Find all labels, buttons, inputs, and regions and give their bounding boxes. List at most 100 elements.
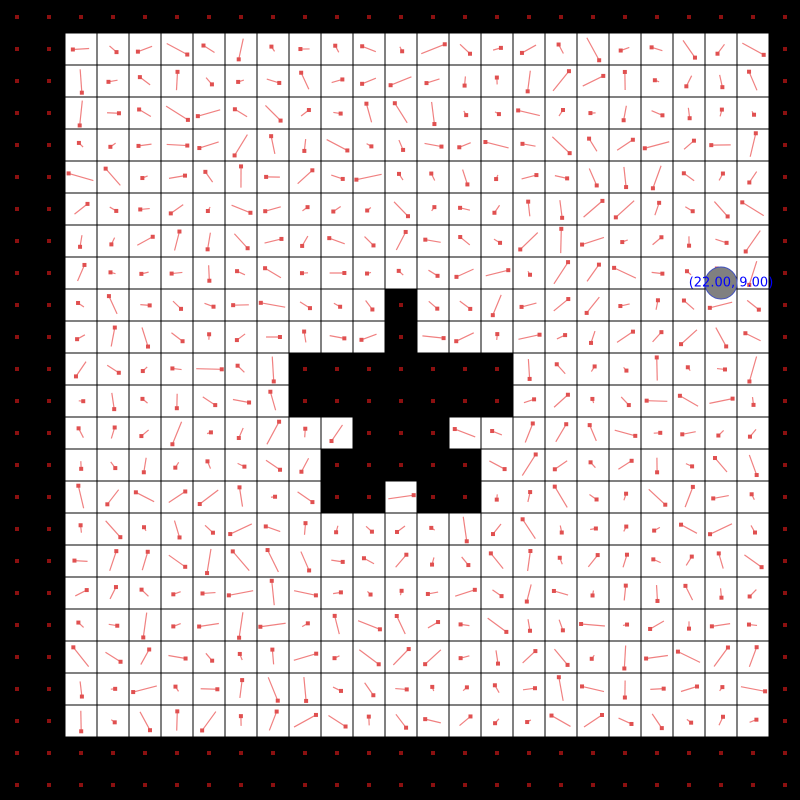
vector-arrow [260, 302, 286, 308]
vector-arrow [527, 359, 531, 379]
vector-arrow-tip [533, 649, 538, 654]
vector-arrow [748, 71, 758, 91]
vector-arrow-tip [659, 330, 664, 335]
vector-arrow-tip [483, 140, 488, 145]
vector-arrow-tip [277, 335, 282, 340]
agent-marker[interactable]: (22.00, 9.00) [689, 266, 774, 300]
border-dot [431, 751, 435, 755]
vector-arrow-tip [549, 713, 554, 718]
border-dot [47, 239, 51, 243]
vector-arrow-tip [343, 724, 348, 729]
vector-arrow-tip [78, 244, 83, 249]
vector-arrow-tip [112, 720, 117, 725]
border-dot [783, 463, 787, 467]
vector-arrow-tip [649, 45, 654, 50]
vector-field-layer [66, 37, 768, 734]
floor-cell [288, 448, 322, 482]
vector-arrow-tip [168, 211, 173, 216]
vector-arrow-tip [597, 58, 602, 63]
floor-cell [256, 96, 290, 130]
vector-arrow-tip [689, 720, 694, 725]
vector-arrow [267, 677, 279, 701]
vector-arrow-tip [612, 265, 617, 270]
agent-circle[interactable] [704, 266, 738, 300]
vector-arrow-tip [464, 539, 469, 544]
border-dot [527, 783, 531, 787]
vector-arrow-tip [429, 171, 434, 176]
vector-arrow [616, 139, 634, 151]
vector-arrow [170, 204, 184, 214]
vector-arrow-tip [749, 492, 754, 497]
vector-arrow-tip [179, 306, 184, 311]
wall-dot [431, 495, 435, 499]
vector-arrow [199, 141, 219, 149]
vector-arrow-tip [685, 365, 690, 370]
vector-arrow-tip [139, 587, 144, 592]
vector-arrow [521, 174, 537, 180]
vector-arrow [682, 40, 696, 58]
vector-arrow-tip [236, 79, 241, 84]
vector-arrow-tip [302, 329, 307, 334]
vector-arrow-tip [584, 310, 589, 315]
vector-arrow-tip [532, 686, 537, 691]
vector-arrow-tip [263, 524, 268, 529]
border-dot [783, 207, 787, 211]
vector-arrow-tip [499, 594, 504, 599]
vector-arrow-tip [430, 562, 435, 567]
border-dot [495, 783, 499, 787]
vector-arrow-tip [360, 81, 365, 86]
vector-arrow-tip [236, 57, 241, 62]
vector-arrow-tip [133, 490, 138, 495]
vector-arrow [551, 715, 571, 727]
vector-arrow-tip [763, 689, 768, 694]
vector-arrow [208, 265, 210, 281]
vector-arrow-tip [747, 434, 752, 439]
vector-arrow-tip [299, 271, 304, 276]
vector-arrow-tip [237, 651, 242, 656]
vector-arrow-tip [277, 80, 282, 85]
vector-arrow-tip [183, 656, 188, 661]
vector-arrow [396, 615, 406, 635]
vector-arrow-tip [108, 270, 113, 275]
vector-arrow-tip [302, 148, 307, 153]
vector-arrow [293, 653, 317, 661]
vector-arrow [202, 396, 216, 406]
vector-arrow [142, 612, 148, 638]
vector-arrow-tip [622, 695, 627, 700]
vector-arrow-tip [720, 171, 725, 176]
vector-arrow-tip [400, 49, 405, 54]
border-dot [47, 751, 51, 755]
border-dot [15, 47, 19, 51]
vector-arrow-tip [310, 168, 315, 173]
vector-arrow-tip [115, 623, 120, 628]
vector-arrow-tip [552, 467, 557, 472]
vector-arrow-tip [563, 333, 568, 338]
vector-arrow [655, 584, 659, 602]
border-dot [239, 751, 243, 755]
vector-arrow [197, 109, 221, 117]
vector-arrow-tip [228, 532, 233, 537]
vector-arrow-tip [339, 688, 344, 693]
vector-arrow-tip [556, 42, 561, 47]
vector-arrow-tip [458, 205, 463, 210]
border-dot [143, 751, 147, 755]
vector-arrow [173, 231, 181, 251]
border-dot [15, 207, 19, 211]
border-dot [783, 783, 787, 787]
vector-arrow-tip [624, 185, 629, 190]
vector-arrow-tip [354, 177, 359, 182]
border-dot [239, 15, 243, 19]
vector-arrow [527, 201, 531, 217]
vector-arrow [168, 490, 186, 504]
vector-arrow-tip [599, 712, 604, 717]
vector-arrow-tip [677, 393, 682, 398]
border-dot [591, 15, 595, 19]
vector-arrow [623, 166, 627, 188]
border-dot [303, 783, 307, 787]
vector-arrow [718, 553, 724, 569]
vector-arrow-tip [171, 592, 176, 597]
vector-arrow-tip [719, 107, 724, 112]
border-dot [367, 15, 371, 19]
border-dot [559, 751, 563, 755]
vector-arrow-tip [66, 171, 71, 176]
